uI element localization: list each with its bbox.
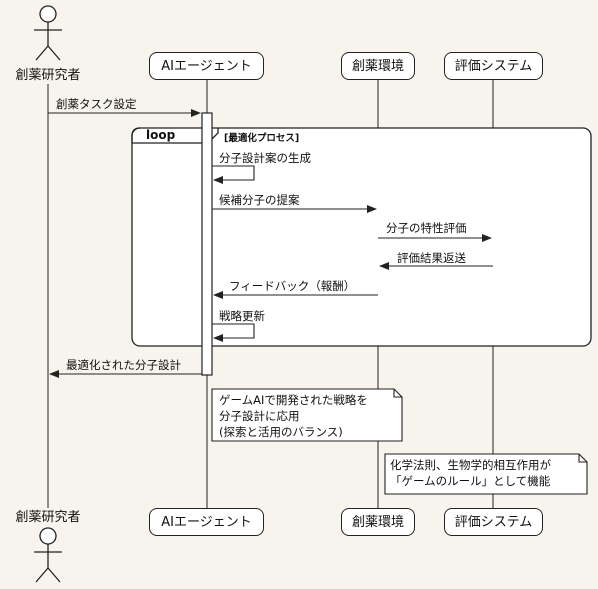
- arrow-m7: [212, 323, 255, 342]
- loop-tag: loop: [146, 128, 176, 142]
- message-label-m7: 戦略更新: [219, 309, 265, 323]
- actor-label-bottom: 創薬研究者: [15, 510, 81, 525]
- note1-line-3: (探索と活用のバランス): [219, 425, 343, 439]
- participant-environment-bottom: 創薬環境: [341, 508, 415, 536]
- participant-evaluation-top: 評価システム: [444, 52, 543, 80]
- message-label-m8: 最適化された分子設計: [66, 358, 181, 372]
- message-label-m1: 創薬タスク設定: [56, 97, 137, 111]
- participant-agent-top: AIエージェント: [149, 52, 264, 80]
- participant-environment-top: 創薬環境: [341, 52, 415, 80]
- note1-shape: [211, 388, 403, 442]
- note1-text: ゲームAIで開発された戦略を 分子設計に応用 (探索と活用のバランス): [219, 392, 368, 440]
- actor-label-top: 創薬研究者: [15, 68, 81, 83]
- loop-frame: [131, 127, 592, 347]
- message-label-m6: フィードバック（報酬）: [229, 279, 356, 293]
- participant-agent-bottom: AIエージェント: [149, 508, 264, 536]
- message-label-m3: 候補分子の提案: [219, 193, 300, 207]
- activation-bar-agent: [201, 112, 213, 376]
- arrow-m2: [212, 165, 255, 184]
- loop-tag-box: [131, 127, 219, 144]
- message-label-m2: 分子設計案の生成: [219, 151, 311, 165]
- message-label-m5: 評価結果返送: [397, 251, 466, 265]
- loop-condition: [最適化プロセス]: [224, 133, 300, 144]
- note2-line-2: 「ゲームのルール」として機能: [390, 474, 551, 488]
- actor-icon-top: [34, 5, 62, 61]
- note1-line-2: 分子設計に応用: [219, 409, 300, 423]
- note2-text: 化学法則、生物学的相互作用が 「ゲームのルール」として機能: [390, 457, 551, 489]
- note1-line-1: ゲームAIで開発された戦略を: [219, 393, 368, 407]
- note2-shape: [384, 453, 588, 495]
- message-label-m4: 分子の特性評価: [386, 221, 467, 235]
- participant-evaluation-bottom: 評価システム: [444, 508, 543, 536]
- actor-icon-bottom: [34, 527, 62, 583]
- note2-line-1: 化学法則、生物学的相互作用が: [390, 458, 551, 472]
